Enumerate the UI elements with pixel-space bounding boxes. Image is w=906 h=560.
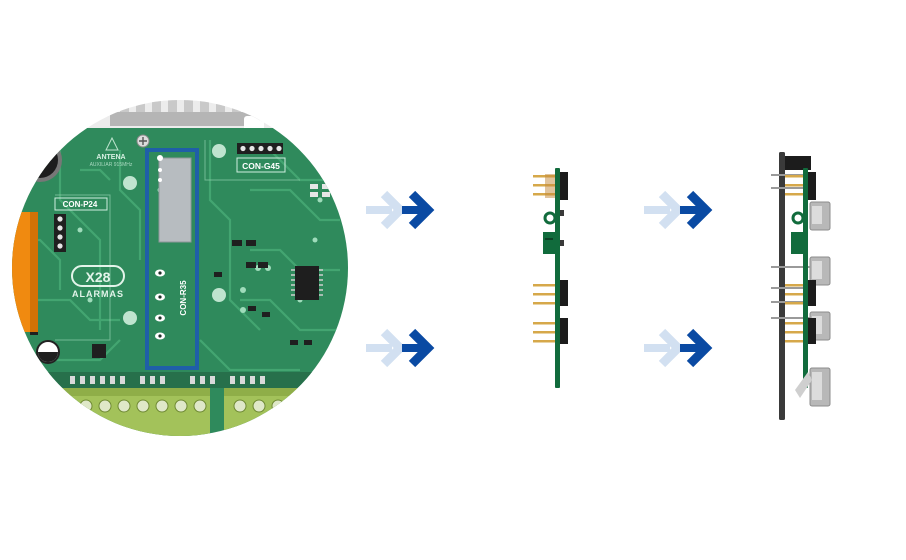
arrow-right-icon: [366, 328, 435, 368]
smd-components: [30, 184, 330, 358]
module-side-view: [533, 168, 568, 388]
terminal-blocks: [60, 388, 334, 436]
screw-icon: [136, 134, 150, 148]
con-p24-label: CON-P24: [63, 200, 98, 209]
ic-chip: [291, 266, 323, 300]
module-middle-header: [533, 280, 568, 306]
arrow-right-icon: [366, 190, 435, 230]
capacitor-bottom: [36, 340, 60, 364]
board-closeup: ANTENA AUXILIAR 915MHz CON-G45 CON-P24 X…: [12, 100, 348, 436]
con-p24-header: CON-P24: [54, 197, 108, 252]
antenna-sub-label: AUXILIAR 915MHz: [90, 162, 133, 168]
con-g45-header: CON-G45: [236, 143, 286, 173]
brand-mark: X28: [86, 269, 111, 285]
brand-logo: X28 ALARMAS: [71, 265, 125, 299]
antenna-icon: [105, 136, 119, 151]
module-bottom-header: [533, 318, 568, 344]
arrow-right-icon: [644, 328, 713, 368]
arrow-right-icon: [644, 190, 713, 230]
module-top-header: [533, 172, 568, 200]
antenna-label: ANTENA: [96, 154, 125, 161]
module-mounted-view: [771, 152, 831, 420]
con-r35-label: CON-R35: [179, 280, 188, 316]
con-r35-slot: CON-R35: [145, 148, 199, 370]
brand-name: ALARMAS: [72, 289, 124, 299]
con-g45-label: CON-G45: [242, 161, 280, 171]
